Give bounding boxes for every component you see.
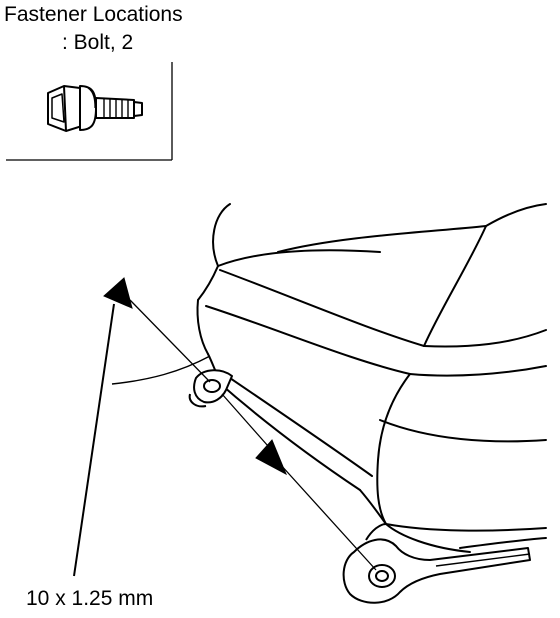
legend-title: Fastener Locations xyxy=(4,3,183,26)
upper-mounting-bracket xyxy=(188,369,233,408)
size-callout-arrow xyxy=(73,303,115,577)
fastener-marker-icon xyxy=(255,439,287,476)
legend-subtitle: : Bolt, 2 xyxy=(62,31,134,54)
vehicle-body-outline xyxy=(196,203,547,553)
legend-box xyxy=(6,62,173,161)
hex-flange-bolt-icon xyxy=(47,85,143,132)
lower-mounting-bracket xyxy=(342,523,531,604)
leader-lines xyxy=(129,299,377,571)
bolt-size-label: 10 x 1.25 mm xyxy=(26,587,154,610)
splash-shield-edge xyxy=(111,355,211,385)
fastener-marker-icon xyxy=(103,277,133,309)
